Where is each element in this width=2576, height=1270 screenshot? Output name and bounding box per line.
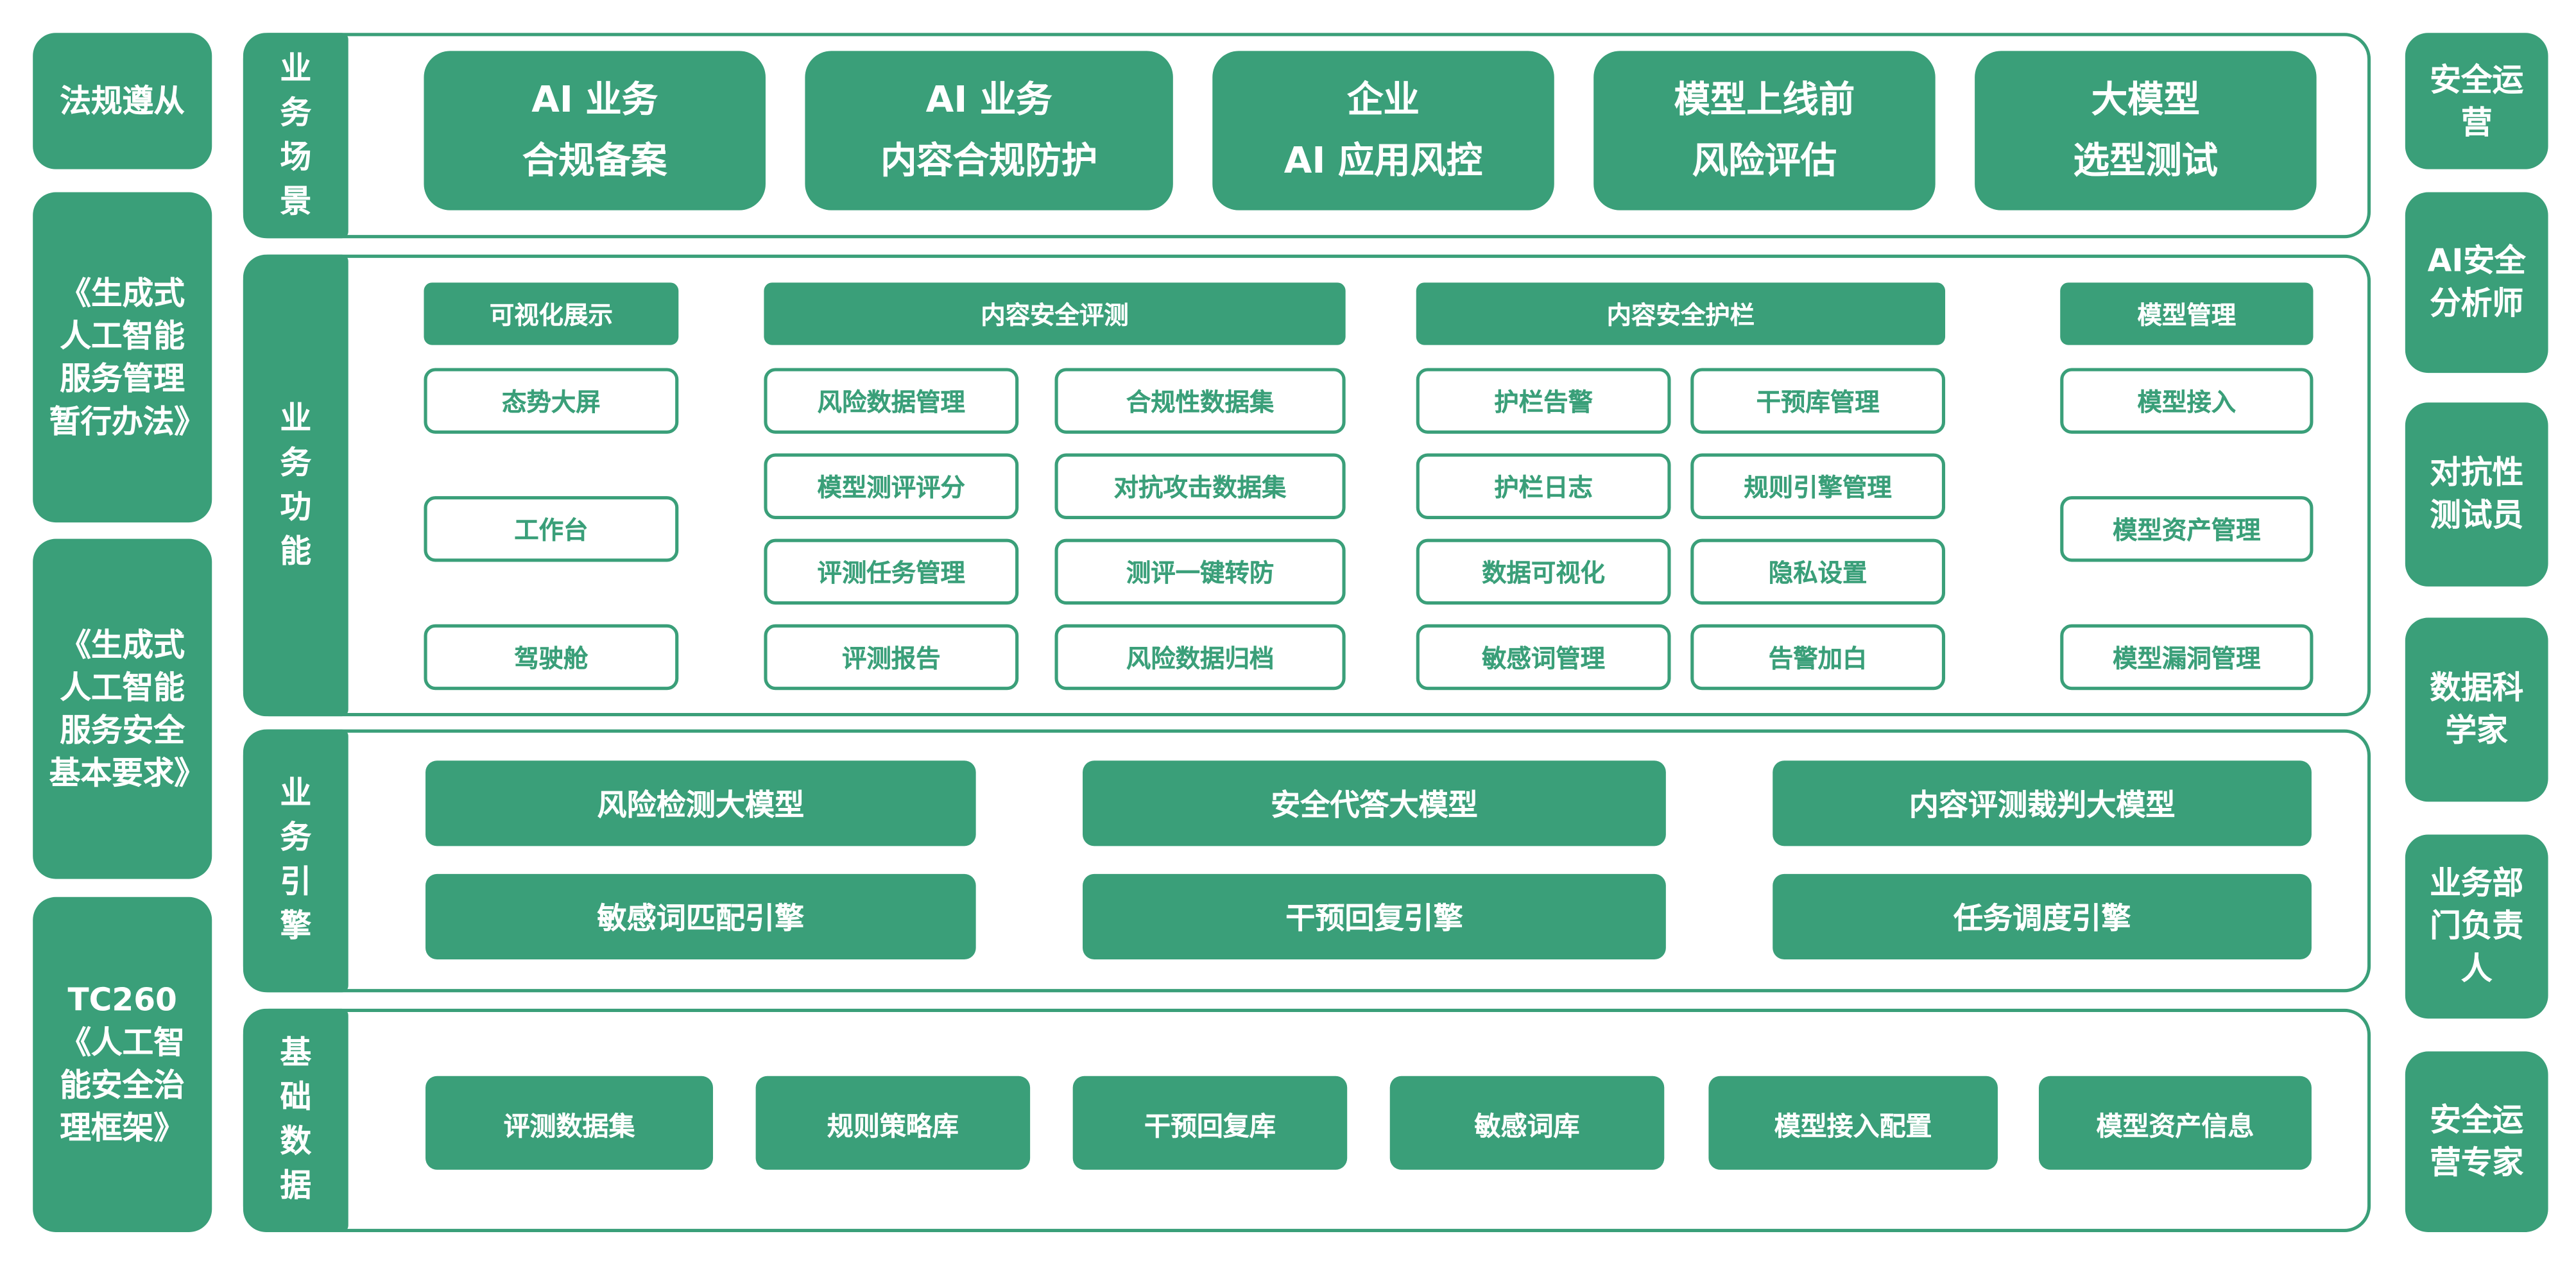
function-item[interactable]: 数据可视化 [1416,538,1671,605]
regulation-box: 《生成式人工智能服务管理暂行办法》 [33,192,212,523]
role-box: AI安全分析师 [2405,192,2548,373]
regulation-box: TC260《人工智能安全治理框架》 [33,897,212,1232]
function-item[interactable]: 风险数据归档 [1054,624,1346,691]
function-group-header: 内容安全护栏 [1416,282,1946,345]
role-box: 对抗性测试员 [2405,402,2548,587]
function-item[interactable]: 护栏告警 [1416,368,1671,434]
engine-box: 干预回复引擎 [1083,873,1666,960]
function-item[interactable]: 评测任务管理 [764,538,1019,605]
function-item[interactable]: 隐私设置 [1690,538,1946,605]
function-item[interactable]: 模型漏洞管理 [2060,624,2314,691]
base-data-label: 基础数据 [243,1008,348,1232]
function-item[interactable]: 风险数据管理 [764,368,1019,434]
base-data-box: 干预回复库 [1072,1076,1348,1170]
function-item[interactable]: 规则引擎管理 [1690,453,1946,519]
function-item[interactable]: 态势大屏 [424,368,679,434]
function-group-header: 可视化展示 [424,282,679,345]
base-data-box: 评测数据集 [425,1076,714,1170]
regulation-box: 《生成式人工智能服务安全基本要求》 [33,538,212,879]
scenario-label: 业务场景 [243,33,348,239]
function-item[interactable]: 干预库管理 [1690,368,1946,434]
function-item[interactable]: 告警加白 [1690,624,1946,691]
scenario-card: 企业 AI 应用风控 [1212,51,1554,210]
base-data-box: 敏感词库 [1389,1076,1665,1170]
function-item[interactable]: 工作台 [424,496,679,562]
function-item[interactable]: 对抗攻击数据集 [1054,453,1346,519]
regulation-box: 法规遵从 [33,33,212,169]
base-data-box: 规则策略库 [755,1076,1031,1170]
function-item[interactable]: 敏感词管理 [1416,624,1671,691]
function-item[interactable]: 驾驶舱 [424,624,679,691]
scenario-card: 模型上线前 风险评估 [1593,51,1936,210]
function-group-header: 模型管理 [2060,282,2314,345]
role-box: 数据科学家 [2405,617,2548,802]
engine-label: 业务引擎 [243,729,348,993]
function-item[interactable]: 模型测评评分 [764,453,1019,519]
function-item[interactable]: 护栏日志 [1416,453,1671,519]
base-data-box: 模型资产信息 [2038,1076,2312,1170]
scenario-card: AI 业务 合规备案 [424,51,766,210]
function-label: 业务功能 [243,254,348,717]
engine-box: 安全代答大模型 [1083,760,1666,846]
engine-box: 内容评测裁判大模型 [1773,760,2312,846]
role-box: 安全运营专家 [2405,1051,2548,1232]
function-item[interactable]: 模型资产管理 [2060,496,2314,562]
function-item[interactable]: 评测报告 [764,624,1019,691]
scenario-card: 大模型 选型测试 [1975,51,2317,210]
role-box: 安全运营 [2405,33,2548,169]
scenario-card: AI 业务 内容合规防护 [805,51,1173,210]
function-item[interactable]: 合规性数据集 [1054,368,1346,434]
engine-box: 风险检测大模型 [425,760,976,846]
role-box: 业务部门负责人 [2405,834,2548,1019]
function-group-header: 内容安全评测 [764,282,1346,345]
function-item[interactable]: 测评一键转防 [1054,538,1346,605]
engine-box: 敏感词匹配引擎 [425,873,976,960]
engine-box: 任务调度引擎 [1773,873,2312,960]
base-data-box: 模型接入配置 [1708,1076,1998,1170]
function-item[interactable]: 模型接入 [2060,368,2314,434]
